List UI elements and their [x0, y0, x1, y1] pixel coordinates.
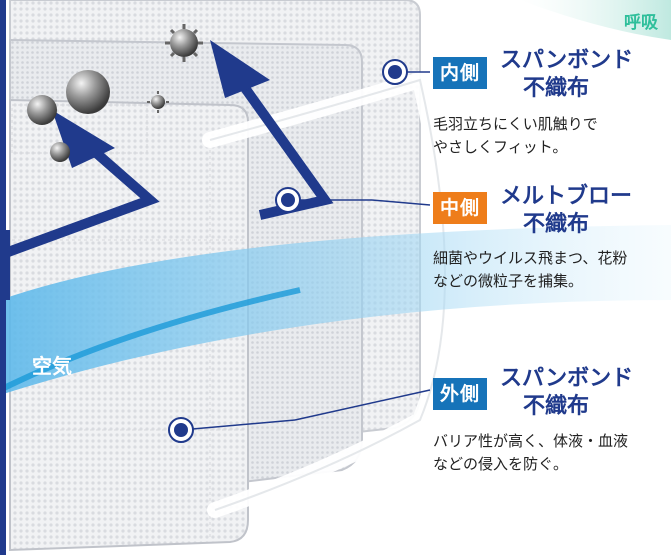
- title-inner-line1: スパンボンド: [500, 48, 634, 73]
- marker-inner: [382, 59, 408, 85]
- particle-small: [50, 142, 70, 162]
- title-middle-line1: メルトブロー: [500, 184, 633, 209]
- tag-middle: 中側: [433, 192, 487, 224]
- desc-inner-line2: やさしくフィット。: [433, 138, 568, 156]
- marker-outer: [168, 417, 194, 443]
- desc-outer-line1: バリア性が高く、体液・血液: [433, 432, 629, 450]
- particle-medium: [27, 95, 57, 125]
- title-outer-line2: 不織布: [523, 394, 590, 419]
- desc-middle-line2: などの微粒子を捕集。: [433, 272, 584, 290]
- title-outer-line1: スパンボンド: [500, 366, 634, 391]
- desc-outer-line2: などの侵入を防ぐ。: [433, 455, 569, 473]
- virus-particle-large: [165, 24, 203, 62]
- tag-outer: 外側: [433, 378, 487, 410]
- top-right-text: 呼吸: [624, 13, 658, 33]
- top-swoosh: [520, 0, 671, 40]
- particle-large: [66, 70, 110, 114]
- air-band: [0, 225, 671, 395]
- desc-inner-line1: 毛羽立ちにくい肌触りで: [433, 115, 598, 133]
- title-middle-line2: 不織布: [523, 212, 590, 237]
- title-inner-line2: 不織布: [523, 76, 590, 101]
- desc-middle-line1: 細菌やウイルス飛まつ、花粉: [433, 249, 628, 267]
- virus-particle-small: [147, 91, 169, 113]
- marker-middle: [275, 187, 301, 213]
- tag-inner: 内側: [433, 57, 487, 89]
- air-label: 空気: [32, 354, 72, 378]
